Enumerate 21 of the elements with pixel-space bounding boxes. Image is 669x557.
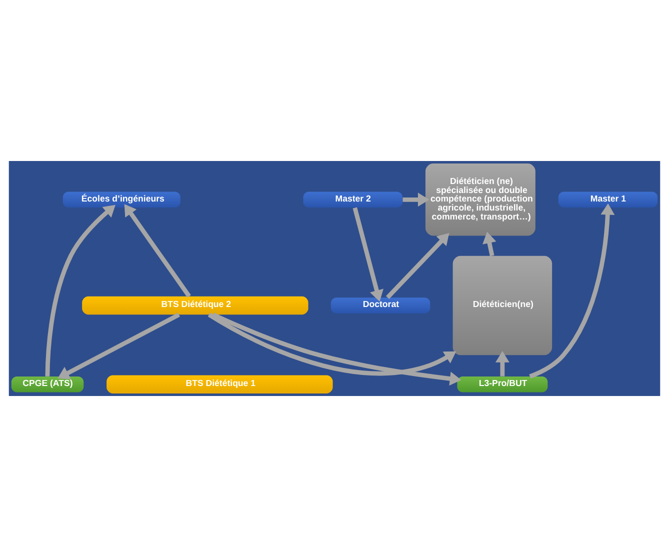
node-box: L3-Pro/BUT (457, 376, 548, 392)
arrow (58, 312, 180, 380)
node-box: Diététicien (ne) spécialisée ou double compétence (production agricole, industrielle, commerce, transport…) (425, 164, 536, 236)
arrow (495, 351, 510, 376)
arrow (402, 192, 430, 207)
arrow (482, 232, 496, 256)
node-box: Doctorat (330, 298, 430, 314)
arrow (124, 204, 191, 298)
arrow (45, 204, 116, 376)
node-box: Master 1 (558, 192, 658, 208)
node-box: Diététicien(ne) (452, 256, 552, 356)
arrow (386, 232, 450, 300)
node-box: CPGE (ATS) (11, 376, 84, 392)
node-box: BTS Diététique 2 (82, 296, 308, 315)
node-box: Master 2 (303, 192, 403, 208)
arrow (352, 207, 384, 302)
arrow (212, 312, 462, 386)
arrow (529, 203, 615, 379)
arrow (208, 312, 456, 376)
node-box: Écoles d’ingénieurs (62, 192, 180, 208)
node-box: BTS Diététique 1 (106, 375, 333, 394)
